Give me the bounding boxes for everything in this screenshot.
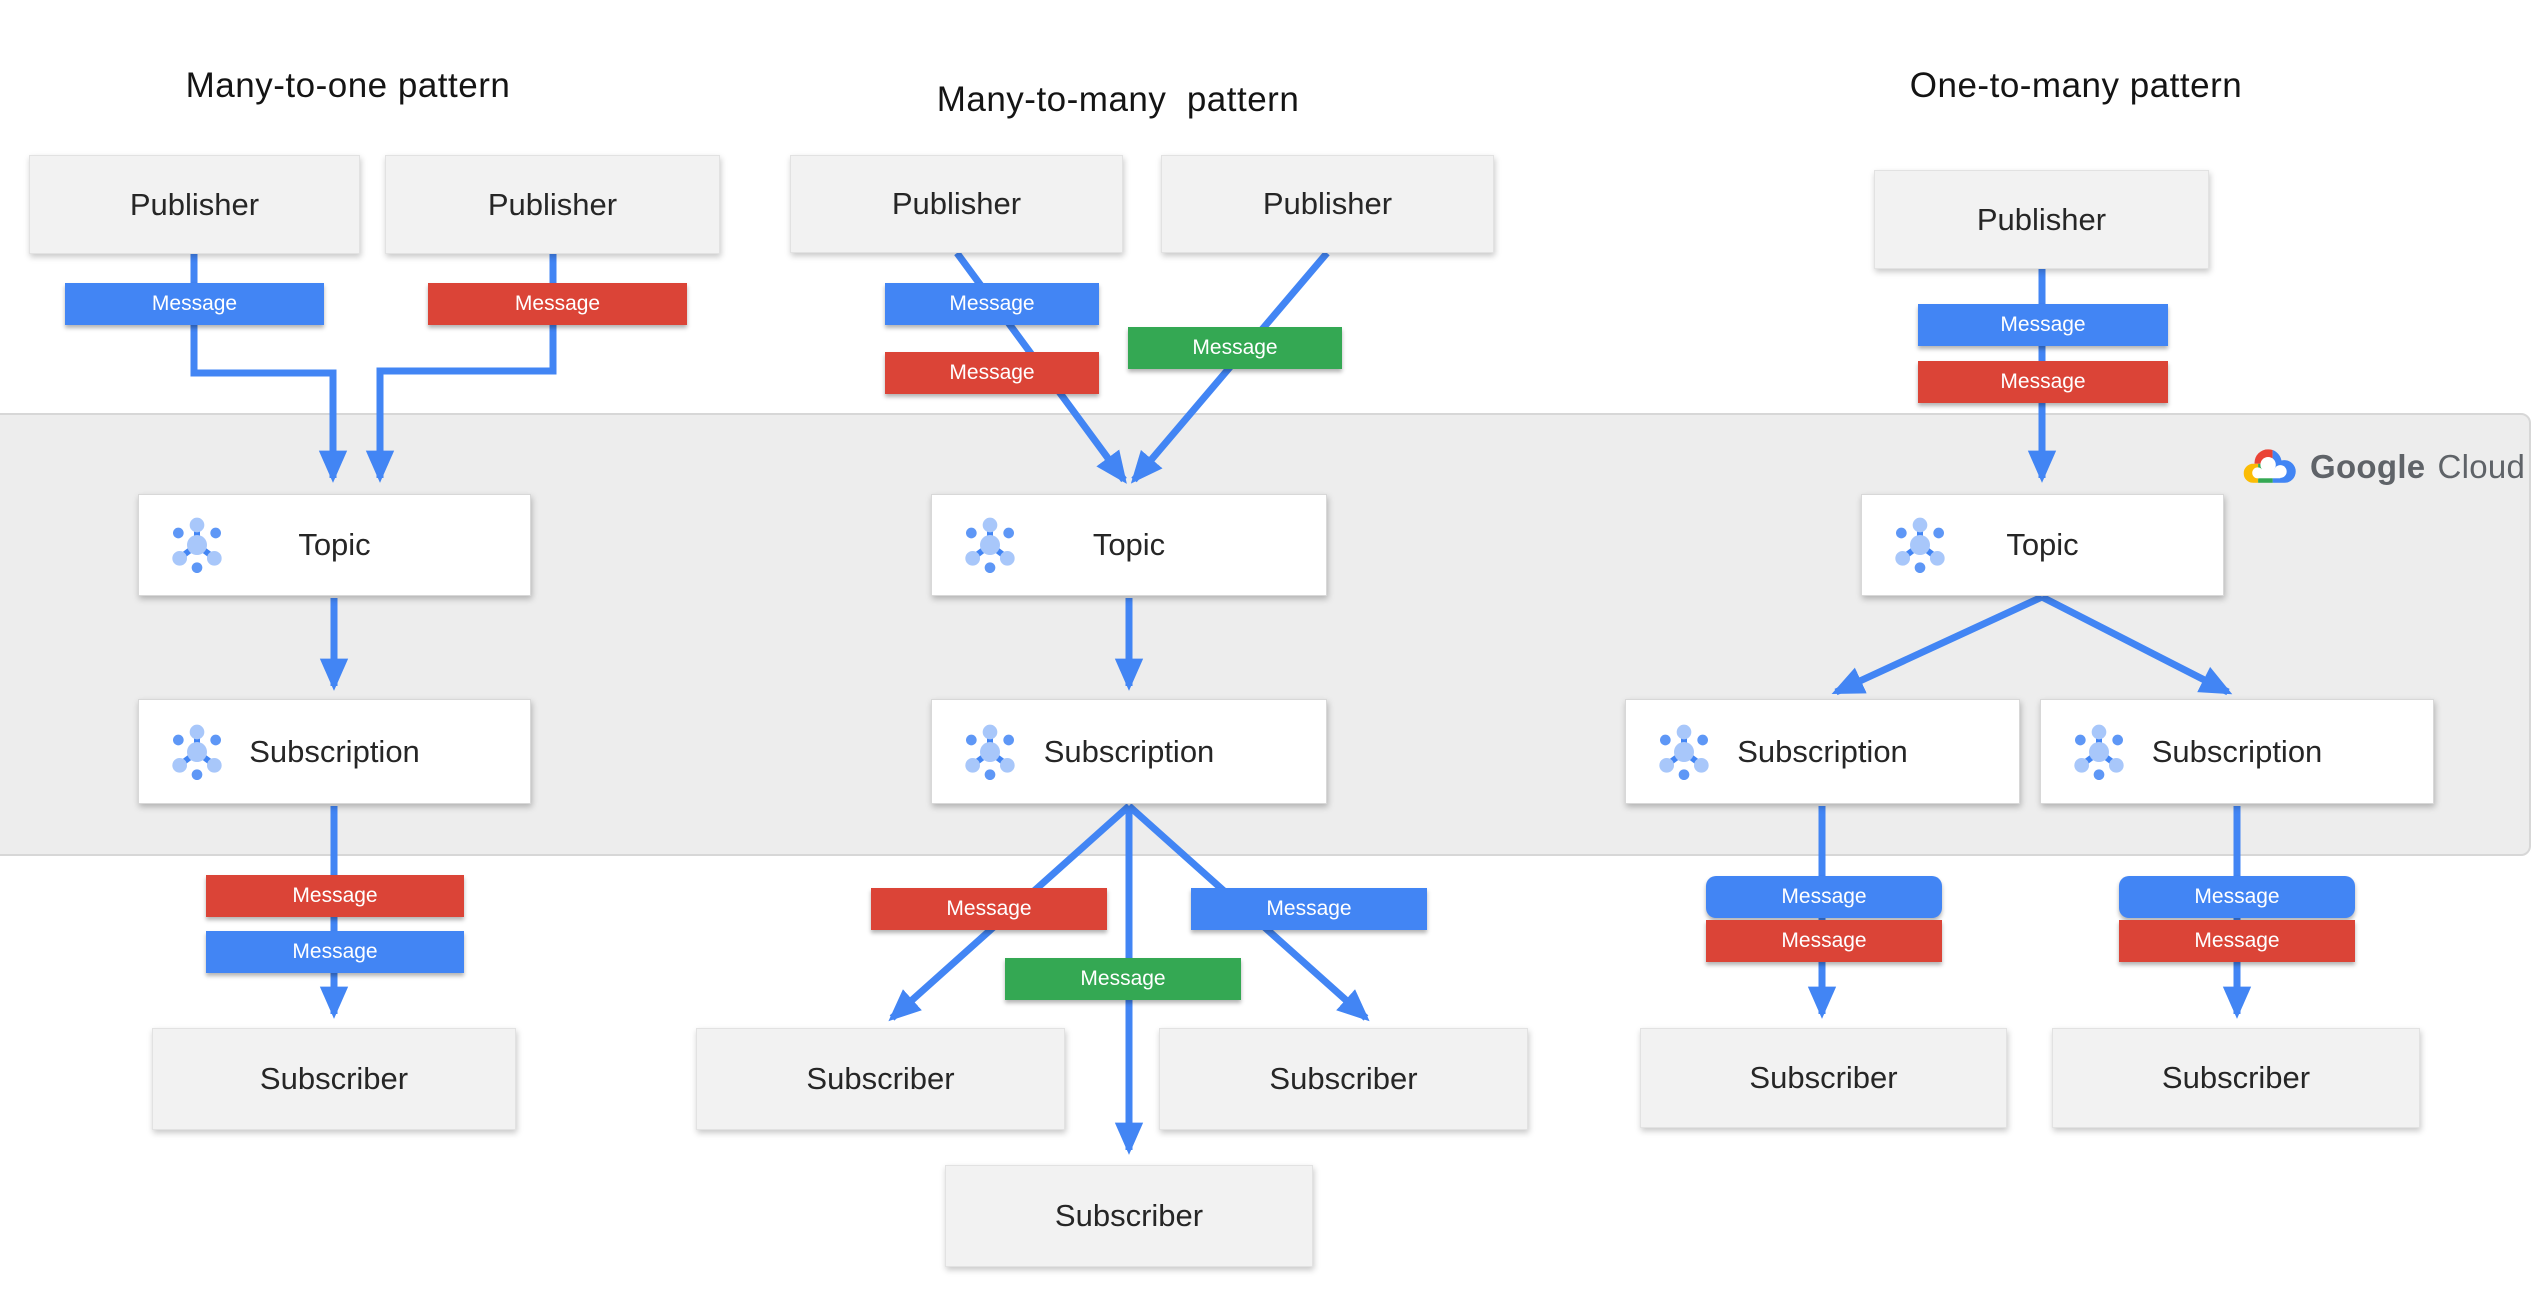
- message-label: Message: [2194, 929, 2280, 952]
- message-chip-red: Message: [1918, 361, 2168, 403]
- google-cloud-icon: [2240, 444, 2298, 489]
- title-many-to-many: Many-to-many pattern: [936, 80, 1300, 119]
- message-label: Message: [1781, 885, 1867, 908]
- subscription-box: Subscription: [2040, 699, 2434, 804]
- pubsub-subscription-icon: [1652, 720, 1716, 784]
- subscription-label: Subscription: [1043, 733, 1215, 769]
- publisher-box: Publisher: [1874, 170, 2209, 269]
- logo-cloud-text: Cloud: [2437, 447, 2526, 485]
- subscription-label: Subscription: [2151, 733, 2323, 769]
- message-label: Message: [949, 292, 1035, 315]
- message-chip-blue: Message: [885, 283, 1099, 325]
- subscriber-box: Subscriber: [1159, 1028, 1528, 1130]
- pubsub-subscription-icon: [958, 720, 1022, 784]
- publisher-box: Publisher: [385, 155, 720, 254]
- message-chip-blue: Message: [1191, 888, 1427, 930]
- subscriber-box: Subscriber: [945, 1165, 1313, 1267]
- message-label: Message: [2000, 370, 2086, 393]
- publisher-label: Publisher: [891, 186, 1022, 221]
- subscriber-box: Subscriber: [696, 1028, 1065, 1130]
- message-chip-red: Message: [2119, 920, 2355, 962]
- message-label: Message: [1266, 897, 1352, 920]
- publisher-box: Publisher: [1161, 155, 1494, 253]
- publisher-label: Publisher: [1976, 201, 2107, 237]
- message-label: Message: [2000, 313, 2086, 336]
- message-label: Message: [514, 292, 601, 315]
- message-chip-blue: Message: [206, 931, 464, 973]
- publisher-label: Publisher: [487, 186, 618, 222]
- pubsub-subscription-icon: [2067, 720, 2131, 784]
- message-label: Message: [949, 361, 1035, 384]
- message-label: Message: [292, 884, 378, 907]
- subscription-box: Subscription: [138, 699, 531, 804]
- message-chip-green: Message: [1128, 327, 1342, 369]
- message-label: Message: [946, 897, 1032, 920]
- subscriber-label: Subscriber: [1749, 1060, 1898, 1095]
- pubsub-subscription-icon: [165, 720, 229, 784]
- message-chip-blue: Message: [1918, 304, 2168, 346]
- subscription-box: Subscription: [1625, 699, 2020, 804]
- subscriber-label: Subscriber: [806, 1061, 955, 1096]
- subscription-box: Subscription: [931, 699, 1327, 804]
- subscriber-label: Subscriber: [259, 1061, 409, 1096]
- pubsub-topic-icon: [1888, 513, 1952, 577]
- subscriber-box: Subscriber: [2052, 1028, 2420, 1128]
- topic-label: Topic: [1092, 527, 1166, 562]
- message-label: Message: [1781, 929, 1867, 952]
- topic-label: Topic: [2006, 527, 2079, 562]
- message-chip-red: Message: [885, 352, 1099, 394]
- logo-google-text: Google: [2310, 447, 2426, 485]
- topic-label: Topic: [298, 527, 371, 562]
- subscriber-label: Subscriber: [1054, 1198, 1204, 1233]
- message-chip-green: Message: [1005, 958, 1241, 1000]
- subscriber-box: Subscriber: [152, 1028, 516, 1130]
- subscription-label: Subscription: [1737, 733, 1908, 769]
- google-cloud-logo: Google Cloud: [2240, 444, 2525, 489]
- subscription-label: Subscription: [249, 733, 420, 769]
- topic-box: Topic: [931, 494, 1327, 596]
- subscriber-box: Subscriber: [1640, 1028, 2007, 1128]
- message-chip-red: Message: [871, 888, 1107, 930]
- subscriber-label: Subscriber: [1269, 1061, 1418, 1096]
- message-chip-blue: Message: [65, 283, 324, 325]
- publisher-label: Publisher: [1262, 186, 1393, 221]
- arrow-right-topic-to-subscription2: [2040, 593, 2233, 696]
- topic-box: Topic: [1861, 494, 2224, 596]
- title-one-to-many: One-to-many pattern: [1909, 66, 2243, 105]
- message-label: Message: [1080, 967, 1166, 990]
- title-many-to-one: Many-to-one pattern: [185, 66, 511, 105]
- publisher-box: Publisher: [790, 155, 1123, 253]
- topic-box: Topic: [138, 494, 531, 596]
- message-chip-blue: Message: [1706, 876, 1942, 918]
- message-label: Message: [1192, 336, 1278, 359]
- arrow-right-topic-to-subscription1: [1831, 593, 2044, 696]
- subscriber-label: Subscriber: [2161, 1060, 2311, 1095]
- message-chip-blue: Message: [2119, 876, 2355, 918]
- publisher-box: Publisher: [29, 155, 360, 254]
- message-label: Message: [151, 292, 238, 315]
- message-chip-red: Message: [428, 283, 687, 325]
- message-chip-red: Message: [206, 875, 464, 917]
- publisher-label: Publisher: [129, 186, 260, 222]
- message-label: Message: [2194, 885, 2280, 908]
- pubsub-topic-icon: [165, 513, 229, 577]
- pubsub-topic-icon: [958, 513, 1022, 577]
- message-chip-red: Message: [1706, 920, 1942, 962]
- message-label: Message: [292, 940, 378, 963]
